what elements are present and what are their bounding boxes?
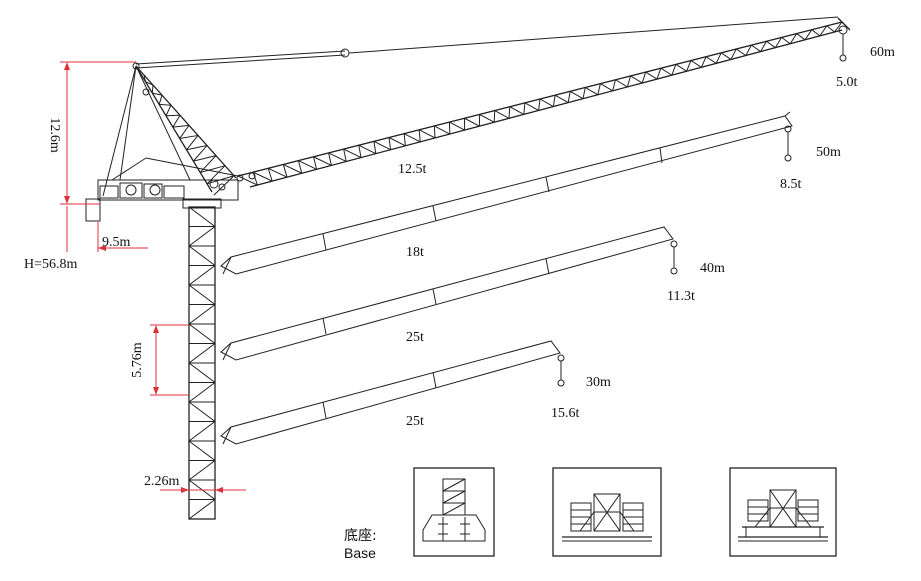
base-label-cn: 底座: (344, 528, 377, 544)
head-height-label: 12.6m (47, 117, 62, 153)
mast-width-label: 2.26m (144, 474, 180, 489)
tail-radius-label: 9.5m (102, 235, 131, 250)
jib-40m-length: 40m (700, 261, 725, 276)
jib-60m-length: 60m (870, 45, 895, 60)
jib-30m-tip-load: 15.6t (551, 406, 580, 421)
jib-50m (220, 111, 793, 275)
base-option-traveling-chassis (729, 467, 837, 557)
dimension-lines (60, 61, 246, 493)
jib-40m-tip-load: 11.3t (667, 289, 695, 304)
jib-30m-length: 30m (586, 375, 611, 390)
free-height-label: H=56.8m (24, 257, 78, 272)
jib-60m-mid-load: 12.5t (398, 162, 427, 177)
jib-40m-mid-load: 25t (406, 330, 424, 345)
jib-30m-mid-load: 25t (406, 414, 424, 429)
tower-mast (188, 206, 216, 520)
jib-40m (220, 226, 678, 361)
base-label-en: Base (344, 545, 376, 561)
jib-60m-tip-load: 5.0t (836, 75, 858, 90)
jib-30m (220, 340, 565, 445)
base-option-fixed-anchor (413, 467, 495, 557)
counter-jib (85, 172, 256, 222)
main-jib-60m (135, 16, 851, 188)
base-option-ballast-cross (552, 467, 662, 557)
jib-50m-tip-load: 8.5t (780, 177, 802, 192)
a-frame-luffing-head (102, 62, 239, 197)
mast-section-label: 5.76m (130, 342, 145, 378)
jib-50m-length: 50m (816, 145, 841, 160)
jib-50m-mid-load: 18t (406, 245, 424, 260)
